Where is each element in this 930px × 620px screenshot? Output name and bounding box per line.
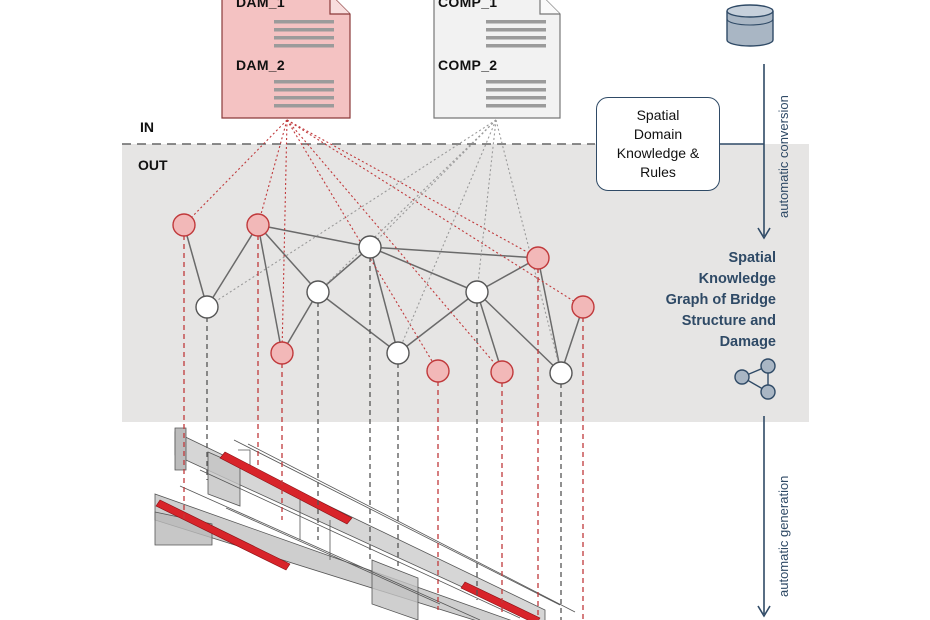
out-label: OUT — [138, 157, 168, 173]
document-links — [183, 119, 584, 374]
graph-edge — [281, 291, 319, 354]
knowledge-graph-icon — [734, 358, 776, 400]
comp-1-label: COMP_1 — [438, 0, 498, 10]
graph-edge — [257, 224, 371, 248]
damage-node — [490, 360, 514, 384]
graph-nodes — [172, 213, 595, 385]
damage-link — [281, 119, 288, 354]
damage-node — [571, 295, 595, 319]
graph-edge — [317, 291, 399, 354]
dam-1-label: DAM_1 — [236, 0, 285, 10]
component-link — [495, 119, 562, 374]
component-node — [465, 280, 489, 304]
component-node — [549, 361, 573, 385]
graph-edge — [476, 291, 503, 373]
graph-edge — [257, 224, 319, 293]
graph-edge — [537, 257, 562, 374]
graph-edge — [369, 246, 478, 293]
damage-node — [172, 213, 196, 237]
bridge-model-illustration — [154, 427, 576, 620]
component-link — [317, 119, 497, 293]
graph-edge — [476, 291, 562, 374]
damage-link — [286, 119, 439, 372]
damage-link — [257, 119, 288, 226]
in-label: IN — [140, 119, 154, 135]
damage-node — [246, 213, 270, 237]
graph-edge — [206, 224, 259, 308]
damage-document-icon — [221, 0, 351, 119]
damage-link — [183, 119, 288, 226]
conversion-arrow — [757, 64, 771, 240]
component-link — [206, 119, 497, 308]
component-link — [369, 119, 497, 248]
damage-node — [426, 359, 450, 383]
component-link — [476, 119, 497, 293]
component-node — [386, 341, 410, 365]
graph-edge — [397, 291, 478, 354]
graph-edge — [257, 224, 283, 354]
database-icon — [726, 4, 774, 47]
graph-edges — [183, 224, 584, 374]
knowledge-graph-title: Spatial Knowledge Graph of Bridge Struct… — [665, 250, 776, 350]
dam-2-label: DAM_2 — [236, 57, 285, 73]
graph-edge — [369, 246, 539, 259]
graph-edge — [369, 246, 399, 354]
automatic-generation-label: automatic generation — [776, 475, 791, 597]
component-document-icon — [433, 0, 561, 119]
comp-2-label: COMP_2 — [438, 57, 498, 73]
component-link — [397, 119, 497, 354]
component-node — [306, 280, 330, 304]
component-node — [195, 295, 219, 319]
graph-edge — [183, 224, 208, 308]
generation-arrow — [757, 416, 771, 618]
damage-node — [526, 246, 550, 270]
automatic-conversion-label: automatic conversion — [776, 95, 791, 218]
component-node — [358, 235, 382, 259]
damage-link — [286, 119, 503, 373]
damage-link — [286, 119, 539, 259]
damage-node — [270, 341, 294, 365]
rules-box: Spatial Domain Knowledge & Rules — [596, 97, 720, 191]
projection-lines — [183, 235, 584, 620]
